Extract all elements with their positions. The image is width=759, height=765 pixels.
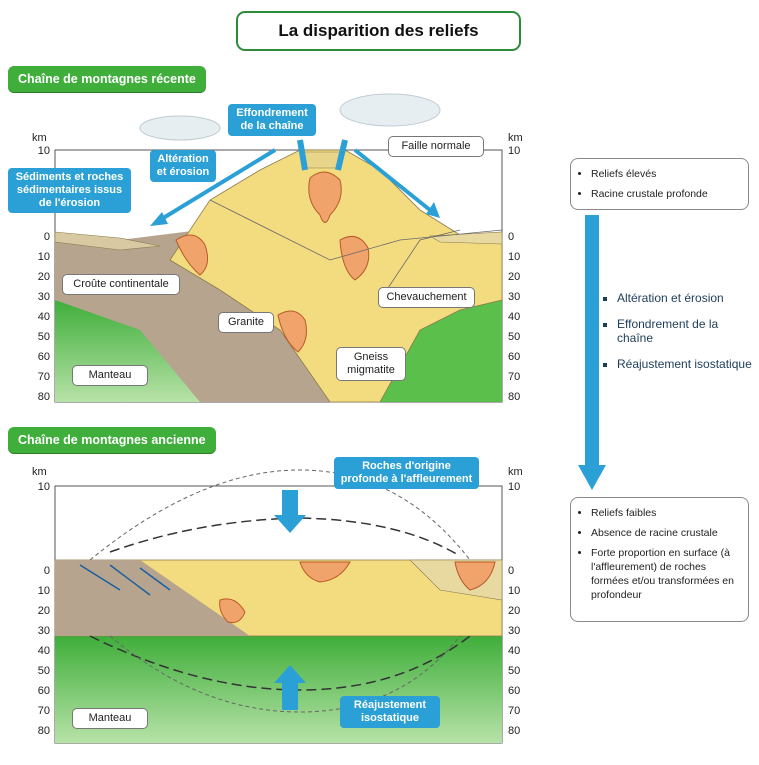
process-list: Altération et érosion Effondrement de la… xyxy=(603,291,753,383)
km-label-left-ancient: km xyxy=(32,466,47,478)
label-chevauchement: Chevauchement xyxy=(378,287,475,308)
process-arrow xyxy=(578,215,606,490)
km-label-left-recent: km xyxy=(32,132,47,144)
label-manteau-recent: Manteau xyxy=(72,365,148,386)
label-granite: Granite xyxy=(218,312,274,333)
label-alteration-erosion: Altération et érosion xyxy=(150,150,216,182)
km-label-right-ancient: km xyxy=(508,466,523,478)
label-gneiss-migmatite: Gneiss migmatite xyxy=(336,347,406,381)
km-label-right-recent: km xyxy=(508,132,523,144)
ancient-diagram xyxy=(54,469,503,744)
section-tab-ancient: Chaîne de montagnes ancienne xyxy=(8,427,216,453)
label-faille-normale: Faille normale xyxy=(388,136,484,157)
side-box-bottom: Reliefs faibles Absence de racine crusta… xyxy=(570,497,749,622)
label-manteau-ancient: Manteau xyxy=(72,708,148,729)
label-roches-profondes: Roches d'origine profonde à l'affleureme… xyxy=(334,457,479,489)
side-box-top: Reliefs élevés Racine crustale profonde xyxy=(570,158,749,210)
section-tab-recent: Chaîne de montagnes récente xyxy=(8,66,206,92)
label-sediments: Sédiments et roches sédimentaires issus … xyxy=(8,168,131,213)
label-effondrement: Effondrement de la chaîne xyxy=(228,104,316,136)
label-croute-continentale: Croûte continentale xyxy=(62,274,180,295)
label-reajustement: Réajustement isostatique xyxy=(340,696,440,728)
page-title: La disparition des reliefs xyxy=(236,11,521,51)
